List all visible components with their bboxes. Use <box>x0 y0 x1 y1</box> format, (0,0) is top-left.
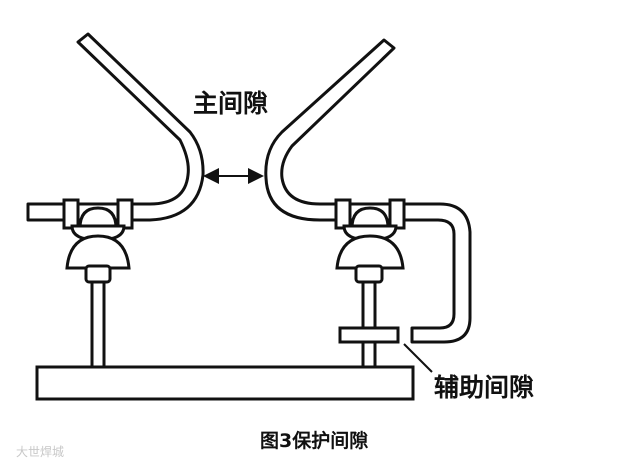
aux-gap-leader <box>403 343 433 373</box>
left-electrode-rod <box>26 32 205 222</box>
right-clamp-right <box>388 198 406 230</box>
left-clamp-left <box>62 198 80 230</box>
left-support-post <box>90 280 106 369</box>
left-insulator-bell <box>65 234 131 270</box>
aux-gap-label: 辅助间隙 <box>434 373 534 402</box>
right-clamp-left <box>334 198 352 230</box>
left-insulator-neck <box>84 264 112 284</box>
right-support-post <box>361 280 377 369</box>
aux-electrode-collar <box>338 326 400 344</box>
right-electrode-assembly <box>264 38 472 369</box>
right-insulator-bell <box>335 234 405 270</box>
right-insulator-neck <box>354 264 384 284</box>
left-clamp-right <box>116 198 134 230</box>
figure-caption: 图3保护间隙 <box>260 429 368 452</box>
main-gap-label: 主间隙 <box>193 89 268 118</box>
left-insulator-cap <box>78 206 118 230</box>
right-electrode-rod <box>264 38 472 344</box>
watermark-text: 大世焊城 <box>16 444 64 459</box>
base-plate <box>35 365 415 401</box>
right-insulator-cap <box>350 206 390 230</box>
left-electrode-assembly <box>26 32 205 369</box>
